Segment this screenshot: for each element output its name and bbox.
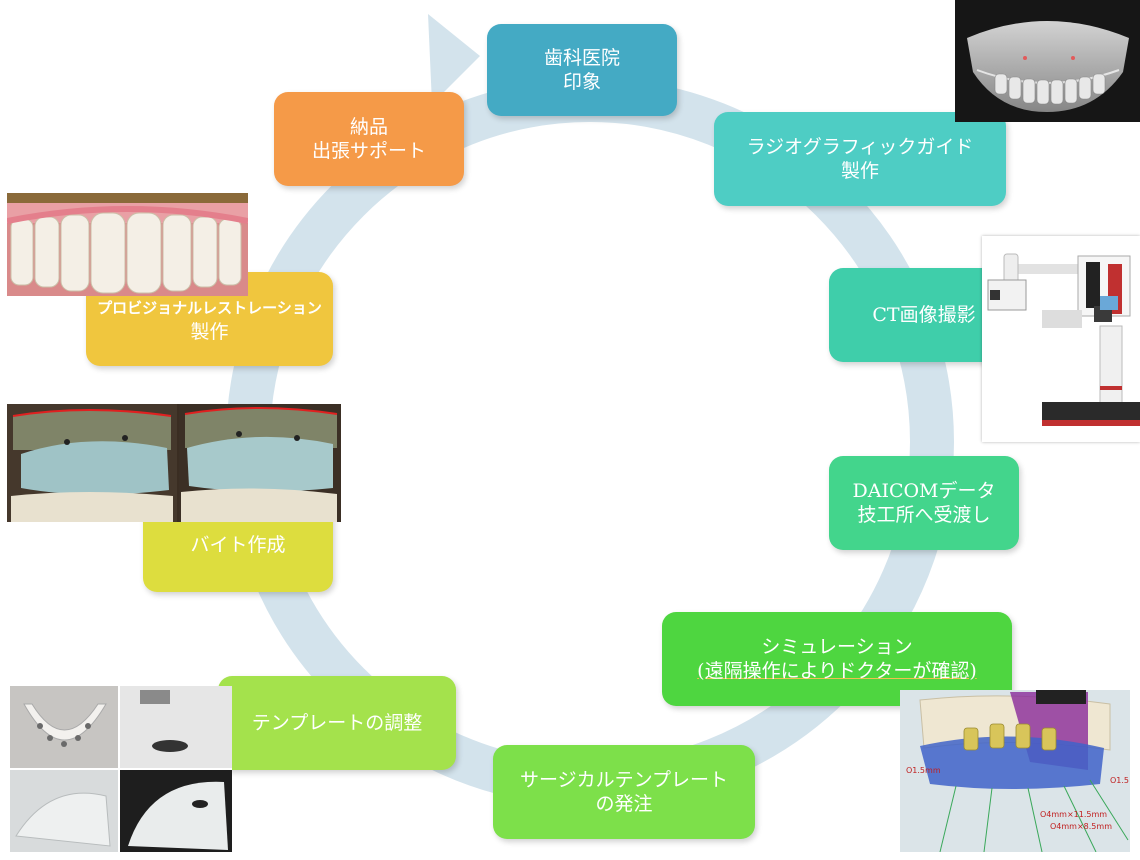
bite-model-photo [7,404,341,522]
clear-guide-photo [955,0,1140,122]
provisional-teeth-photo [7,193,248,296]
step-radiographic-guide-line2: 製作 [840,160,879,182]
step-order-line2: の発注 [595,793,653,815]
step-adjust-line1: テンプレートの調整 [251,712,423,734]
sim-label-4: O4mm×8.5mm [1050,822,1112,831]
step-order: サージカルテンプレート の発注 [493,745,755,839]
step-order-line1: サージカルテンプレート [519,769,729,791]
step-ct-scan-line1: CT画像撮影 [872,304,976,326]
step-adjust: テンプレートの調整 [218,676,456,770]
step-impression: 歯科医院 印象 [487,24,677,116]
step-provisional-line1: プロビジョナルレストレーション [97,299,322,317]
step-dicom-line1: DAICOMデータ [852,480,996,502]
sim-label-3: O4mm×11.5mm [1040,810,1108,819]
step-impression-line2: 印象 [562,71,601,93]
step-delivery: 納品 出張サポート [274,92,464,186]
step-dicom-line2: 技工所へ受渡し [857,504,991,526]
surgical-template-photo [10,686,232,852]
step-dicom: DAICOMデータ 技工所へ受渡し [829,456,1019,550]
step-impression-line1: 歯科医院 [543,47,620,69]
step-delivery-line2: 出張サポート [311,140,426,162]
sim-label-2: O1.5 [1110,776,1130,785]
step-radiographic-guide: ラジオグラフィックガイド 製作 [714,112,1006,206]
step-simulation-line2: (遠隔操作によりドクターが確認) [697,660,977,682]
step-simulation-line1: シミュレーション [761,636,913,658]
step-radiographic-guide-line1: ラジオグラフィックガイド [746,136,974,158]
simulation-screen-photo: O1.5mm O1.5 O4mm×11.5mm O4mm×8.5mm [900,690,1130,852]
sim-label-1: O1.5mm [906,766,941,775]
ct-machine-photo [982,236,1140,442]
cycle-arrowhead [428,14,480,104]
step-bite-line1: バイト作成 [190,534,286,556]
step-provisional-line2: 製作 [190,321,229,343]
step-delivery-line1: 納品 [349,116,388,138]
